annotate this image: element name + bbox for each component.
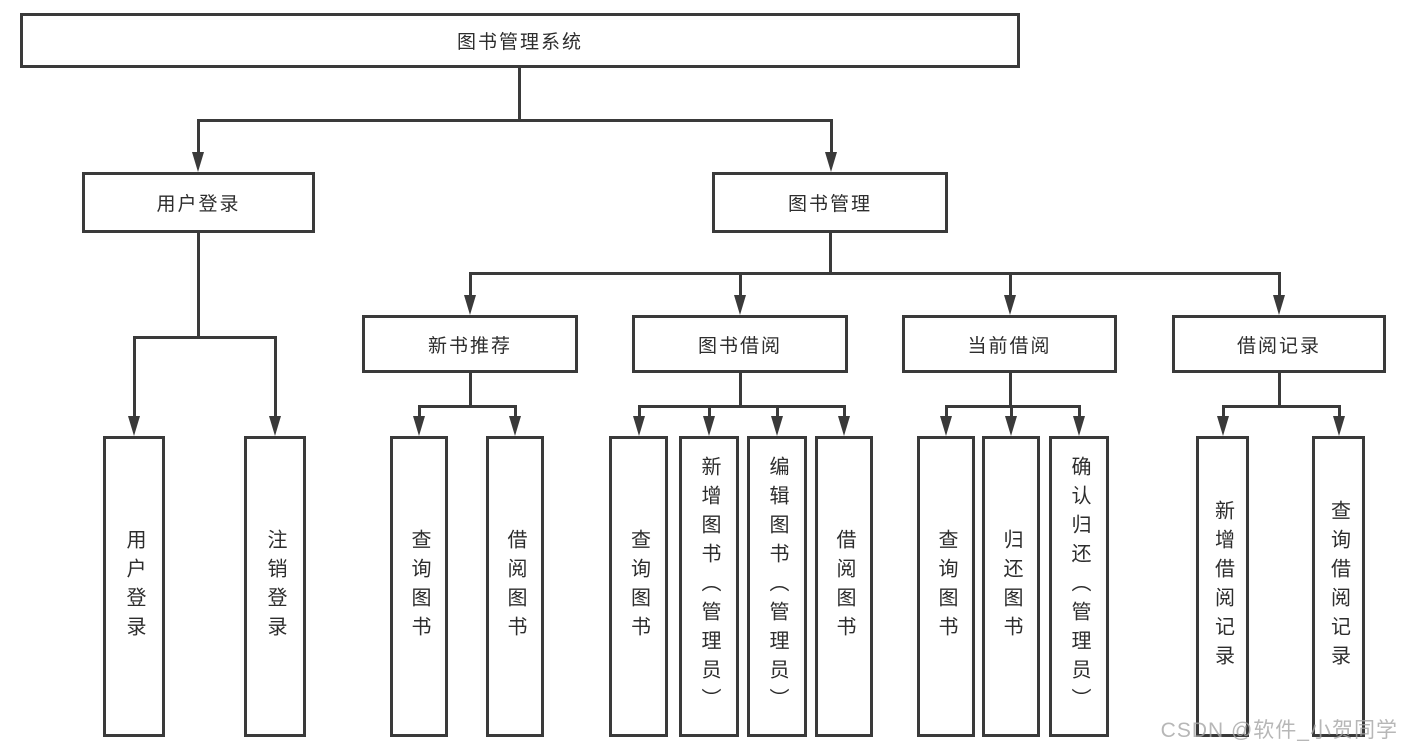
node-root-library-system: 图书管理系统	[20, 13, 1020, 68]
connector-leaf-line	[638, 405, 641, 418]
arrowhead-down-icon	[734, 295, 746, 315]
arrowhead-down-icon	[1217, 416, 1229, 436]
connector-to-book-management	[830, 119, 833, 154]
connector-root-stub	[518, 68, 521, 121]
connector-leaf-line	[1010, 405, 1013, 418]
arrowhead-down-icon	[413, 416, 425, 436]
connector-leaf-line	[843, 405, 846, 418]
leaf-add-book-admin: 新增图书（管理员）	[679, 436, 739, 737]
connector-to-user-login	[197, 119, 200, 154]
leaf-borrow-books-2: 借阅图书	[815, 436, 873, 737]
arrowhead-down-icon	[509, 416, 521, 436]
leaf-logout: 注销登录	[244, 436, 306, 737]
arrowhead-down-icon	[464, 295, 476, 315]
arrowhead-down-icon	[1273, 295, 1285, 315]
connector-bookmgmt-bar	[469, 272, 1281, 275]
connector-bookmgmt-stub	[829, 233, 832, 274]
leaf-query-books-3: 查询图书	[917, 436, 975, 737]
leaf-confirm-return-admin: 确认归还（管理员）	[1049, 436, 1109, 737]
connector-records-bar	[1222, 405, 1341, 408]
connector-newbook-stub	[469, 373, 472, 407]
leaf-query-books-2: 查询图书	[609, 436, 668, 737]
connector-to-leaf-login	[133, 336, 136, 418]
connector-leaf-line	[514, 405, 517, 418]
arrowhead-down-icon	[771, 416, 783, 436]
node-book-borrowing: 图书借阅	[632, 315, 848, 373]
arrowhead-down-icon	[940, 416, 952, 436]
node-current-borrowing: 当前借阅	[902, 315, 1117, 373]
csdn-watermark: CSDN @软件_小贺同学	[1160, 719, 1398, 742]
node-new-book-recommend: 新书推荐	[362, 315, 578, 373]
node-book-management: 图书管理	[712, 172, 948, 233]
connector-leaf-line	[708, 405, 711, 418]
connector-userlogin-bar	[133, 336, 277, 339]
arrowhead-down-icon	[633, 416, 645, 436]
arrowhead-down-icon	[128, 416, 140, 436]
connector-to-new-book	[469, 272, 472, 297]
connector-leaf-line	[1338, 405, 1341, 418]
leaf-user-login: 用户登录	[103, 436, 165, 737]
leaf-query-books-1: 查询图书	[390, 436, 448, 737]
connector-root-bar	[197, 119, 833, 122]
arrowhead-down-icon	[825, 152, 837, 172]
connector-newbook-bar	[418, 405, 517, 408]
connector-to-leaf-logout	[274, 336, 277, 418]
arrowhead-down-icon	[1333, 416, 1345, 436]
connector-userlogin-stub	[197, 233, 200, 338]
leaf-add-borrow-record: 新增借阅记录	[1196, 436, 1249, 737]
node-borrowing-records: 借阅记录	[1172, 315, 1386, 373]
leaf-query-borrow-record: 查询借阅记录	[1312, 436, 1365, 737]
connector-to-book-borrowing	[739, 272, 742, 297]
arrowhead-down-icon	[1005, 416, 1017, 436]
arrowhead-down-icon	[269, 416, 281, 436]
connector-leaf-line	[945, 405, 948, 418]
leaf-borrow-books-1: 借阅图书	[486, 436, 544, 737]
connector-borrowing-bar	[638, 405, 846, 408]
arrowhead-down-icon	[1004, 295, 1016, 315]
connector-current-stub	[1009, 373, 1012, 407]
arrowhead-down-icon	[838, 416, 850, 436]
connector-leaf-line	[418, 405, 421, 418]
connector-to-current-borrowing	[1009, 272, 1012, 297]
arrowhead-down-icon	[192, 152, 204, 172]
arrowhead-down-icon	[1073, 416, 1085, 436]
connector-records-stub	[1278, 373, 1281, 407]
connector-leaf-line	[1222, 405, 1225, 418]
connector-current-bar	[945, 405, 1081, 408]
leaf-return-book: 归还图书	[982, 436, 1040, 737]
leaf-edit-book-admin: 编辑图书（管理员）	[747, 436, 807, 737]
connector-leaf-line	[776, 405, 779, 418]
connector-to-borrowing-records	[1278, 272, 1281, 297]
node-user-login: 用户登录	[82, 172, 315, 233]
arrowhead-down-icon	[703, 416, 715, 436]
connector-leaf-line	[1078, 405, 1081, 418]
connector-borrowing-stub	[739, 373, 742, 407]
